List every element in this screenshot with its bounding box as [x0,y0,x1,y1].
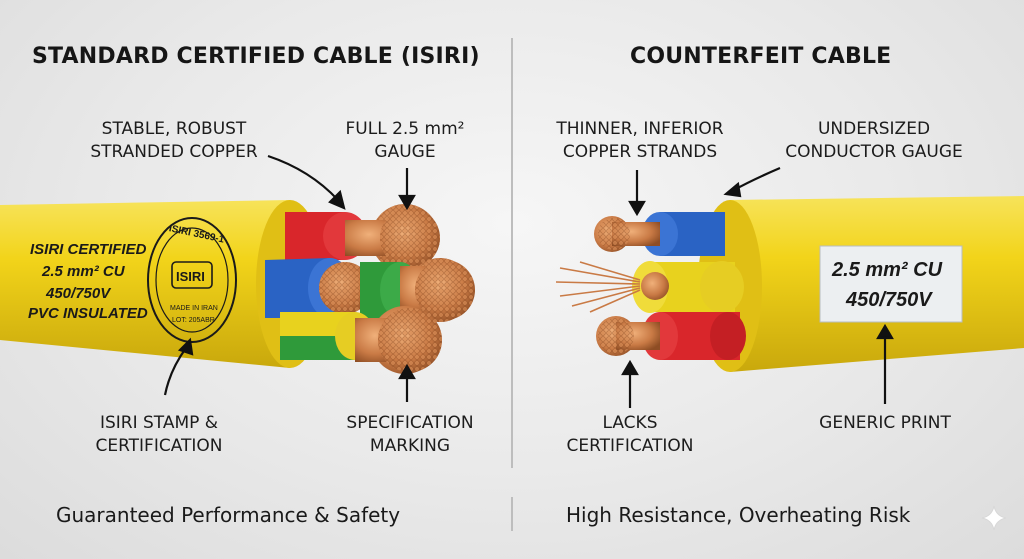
left-footer: Guaranteed Performance & Safety [56,503,401,527]
label-isiri-stamp: ISIRI STAMP & CERTIFICATION [95,413,223,456]
label-thinner-strands: THINNER, INFERIOR COPPER STRANDS [556,119,724,162]
certified-print-line-1: ISIRI CERTIFIED [30,241,147,258]
arrow-stranded [267,154,339,201]
stamp-bottom-text-2: LOT: 205ABR [172,317,215,324]
stamp-center-text: ISIRI [176,269,205,284]
certified-print-line-4: PVC INSULATED [28,305,148,322]
counterfeit-yellow-copper [641,272,669,300]
sparkle-icon [981,505,1007,531]
generic-print-label [819,245,963,323]
certified-cable-jacket [0,200,310,368]
left-title: STANDARD CERTIFIED CABLE (ISIRI) [32,44,480,69]
arrow-undersized [733,166,781,191]
certified-print-line-3: 450/750V [45,285,112,302]
stamp-bottom-text-1: MADE IN IRAN [170,305,218,312]
counterfeit-print-line-2: 450/750V [845,289,933,311]
certified-print-line-2: 2.5 mm² CU [41,263,126,280]
label-generic-print: GENERIC PRINT [819,413,951,433]
counterfeit-print-line-1: 2.5 mm² CU [831,259,943,281]
counterfeit-blue-core [660,212,725,256]
counterfeit-print: 2.5 mm² CU 450/750V [831,259,943,311]
loose-strands [555,261,641,313]
label-lacks-certification: LACKS CERTIFICATION [566,413,694,456]
footer-divider [511,497,513,531]
certified-cable: ISIRI CERTIFIED 2.5 mm² CU 450/750V PVC … [0,200,475,374]
certified-print: ISIRI CERTIFIED 2.5 mm² CU 450/750V PVC … [28,241,148,322]
label-spec-marking: SPECIFICATION MARKING [346,413,474,456]
right-footer: High Resistance, Overheating Risk [566,503,911,527]
label-stranded-copper: STABLE, ROBUST STRANDED COPPER [90,119,258,162]
right-title: COUNTERFEIT CABLE [630,44,892,69]
section-divider [511,38,513,468]
label-full-gauge: FULL 2.5 mm² GAUGE [345,119,465,162]
label-undersized-gauge: UNDERSIZED CONDUCTOR GAUGE [785,119,963,162]
counterfeit-cable: 2.5 mm² CU 450/750V [555,196,1024,372]
